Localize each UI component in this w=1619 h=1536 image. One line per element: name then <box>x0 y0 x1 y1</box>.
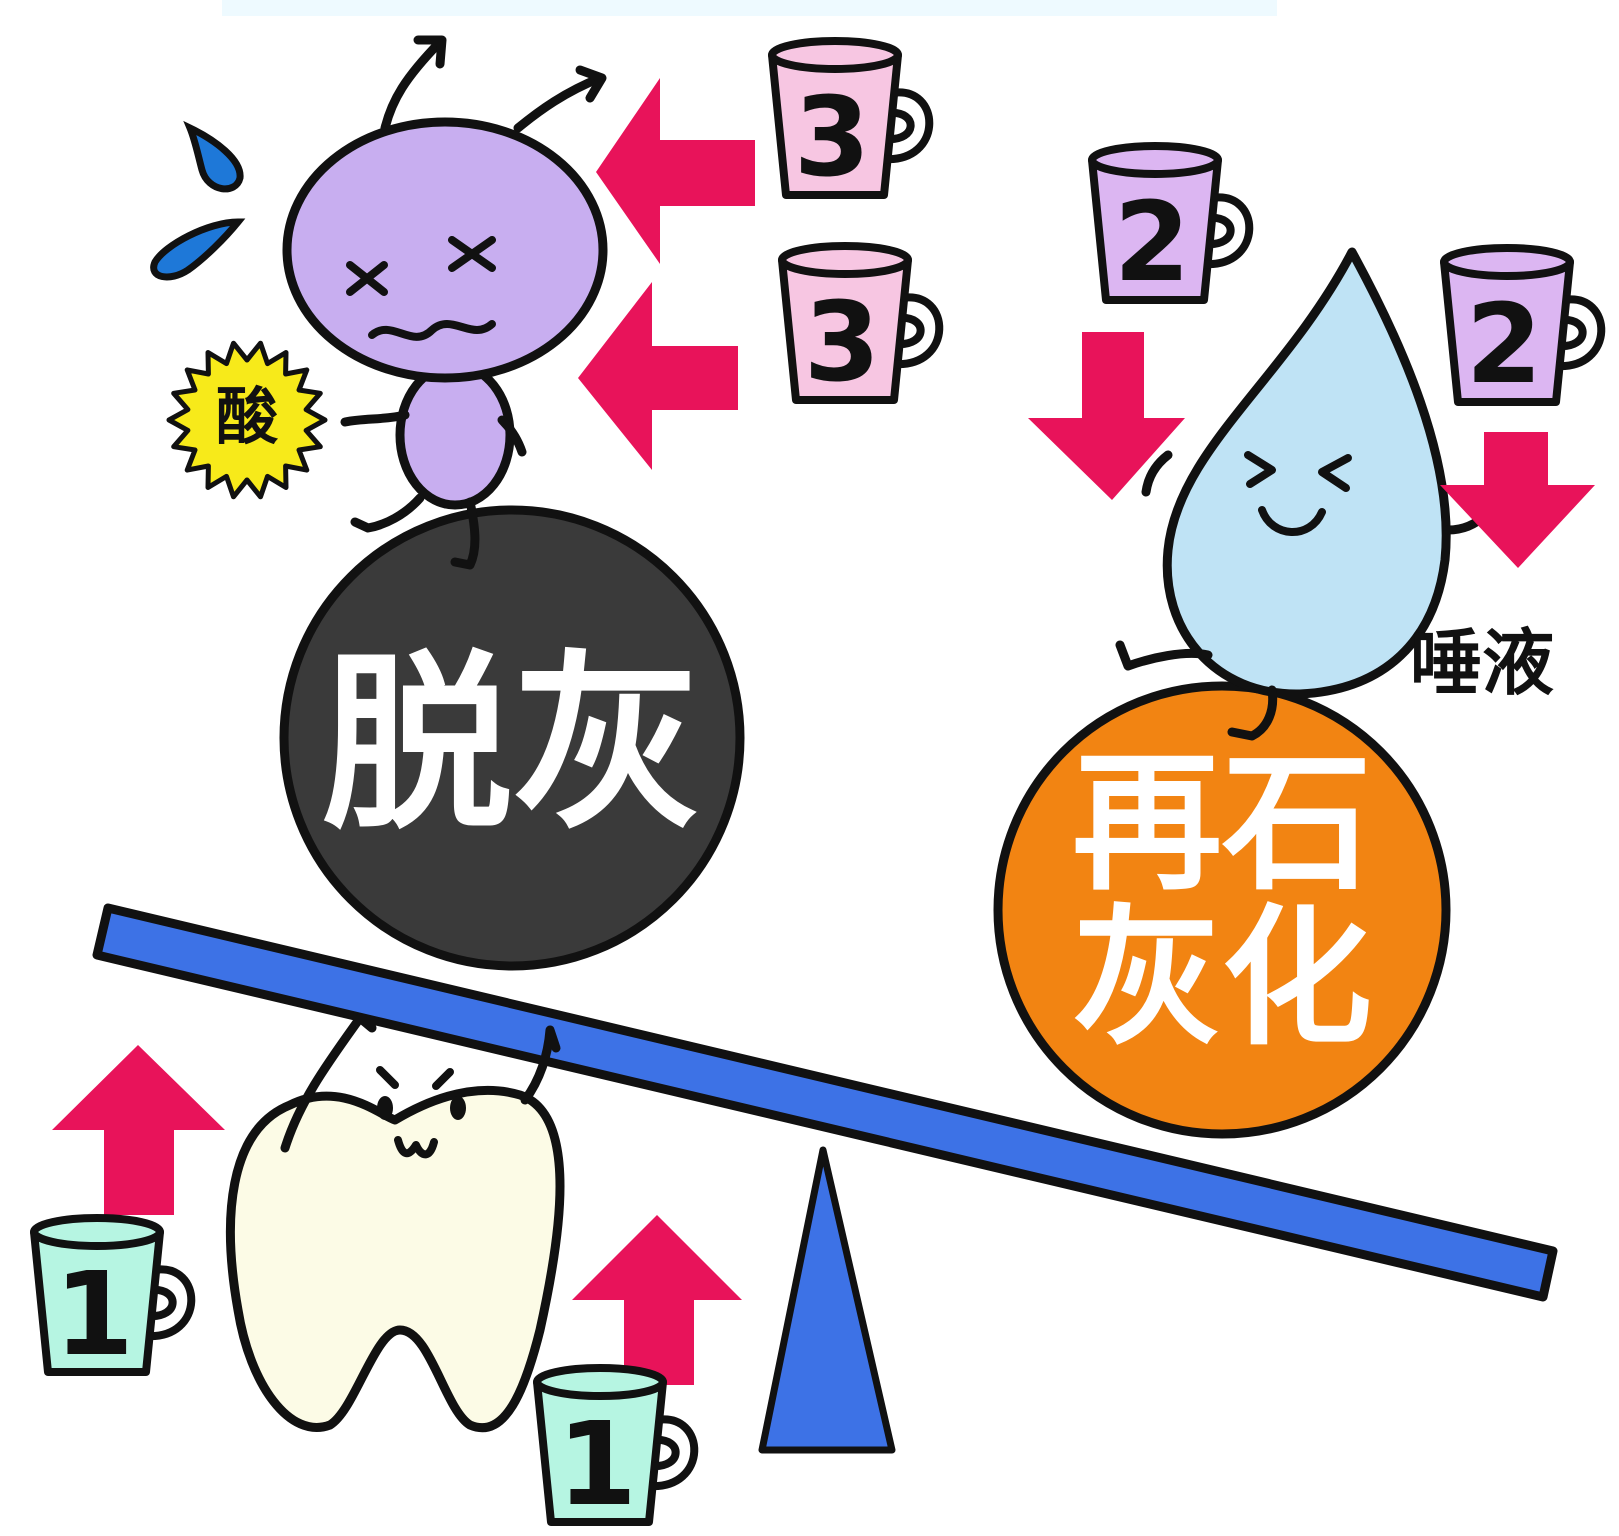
acid-label: 酸 <box>216 380 279 453</box>
cup-pink-middle: 3 <box>782 246 939 406</box>
remineralization-ball: 再石 灰化 <box>993 681 1451 1139</box>
acid-badge: 酸 <box>166 340 328 500</box>
remineralization-label-line1: 再石 <box>1072 737 1372 911</box>
arrow-down-icon <box>1028 332 1185 500</box>
cup-number: 2 <box>1114 178 1191 306</box>
arrow-up-icon <box>52 1045 225 1215</box>
demineralization-label: 脱灰 <box>322 634 702 855</box>
arrow-left-icon <box>596 78 755 264</box>
sweat-drop-icon <box>150 218 246 281</box>
cup-number: 1 <box>54 1248 134 1382</box>
cup-number: 1 <box>557 1398 637 1532</box>
arrow-up-icon <box>572 1215 742 1385</box>
arrow-left-icon <box>578 282 738 470</box>
seesaw-fulcrum <box>758 1146 896 1454</box>
arrow-down-icon <box>1440 432 1595 568</box>
tooth-character <box>225 1013 565 1433</box>
seesaw-plank <box>92 903 1558 1302</box>
cup-green-bottom: 1 <box>537 1368 694 1532</box>
saliva-character <box>1115 247 1490 741</box>
demineralization-ball: 脱灰 <box>279 505 745 971</box>
cup-purple-right: 2 <box>1444 248 1601 408</box>
acid-character <box>150 35 608 570</box>
cup-purple-left: 2 <box>1092 146 1249 306</box>
cup-green-left: 1 <box>34 1218 191 1382</box>
top-band <box>222 0 1277 16</box>
saliva-label: 唾液 <box>1410 621 1554 705</box>
cup-number: 3 <box>804 278 881 406</box>
cup-number: 2 <box>1466 280 1543 408</box>
cup-pink-top: 3 <box>772 41 929 201</box>
cup-number: 3 <box>794 73 871 201</box>
remineralization-label-line2: 灰化 <box>1072 892 1372 1066</box>
sweat-drop-icon <box>183 120 244 193</box>
